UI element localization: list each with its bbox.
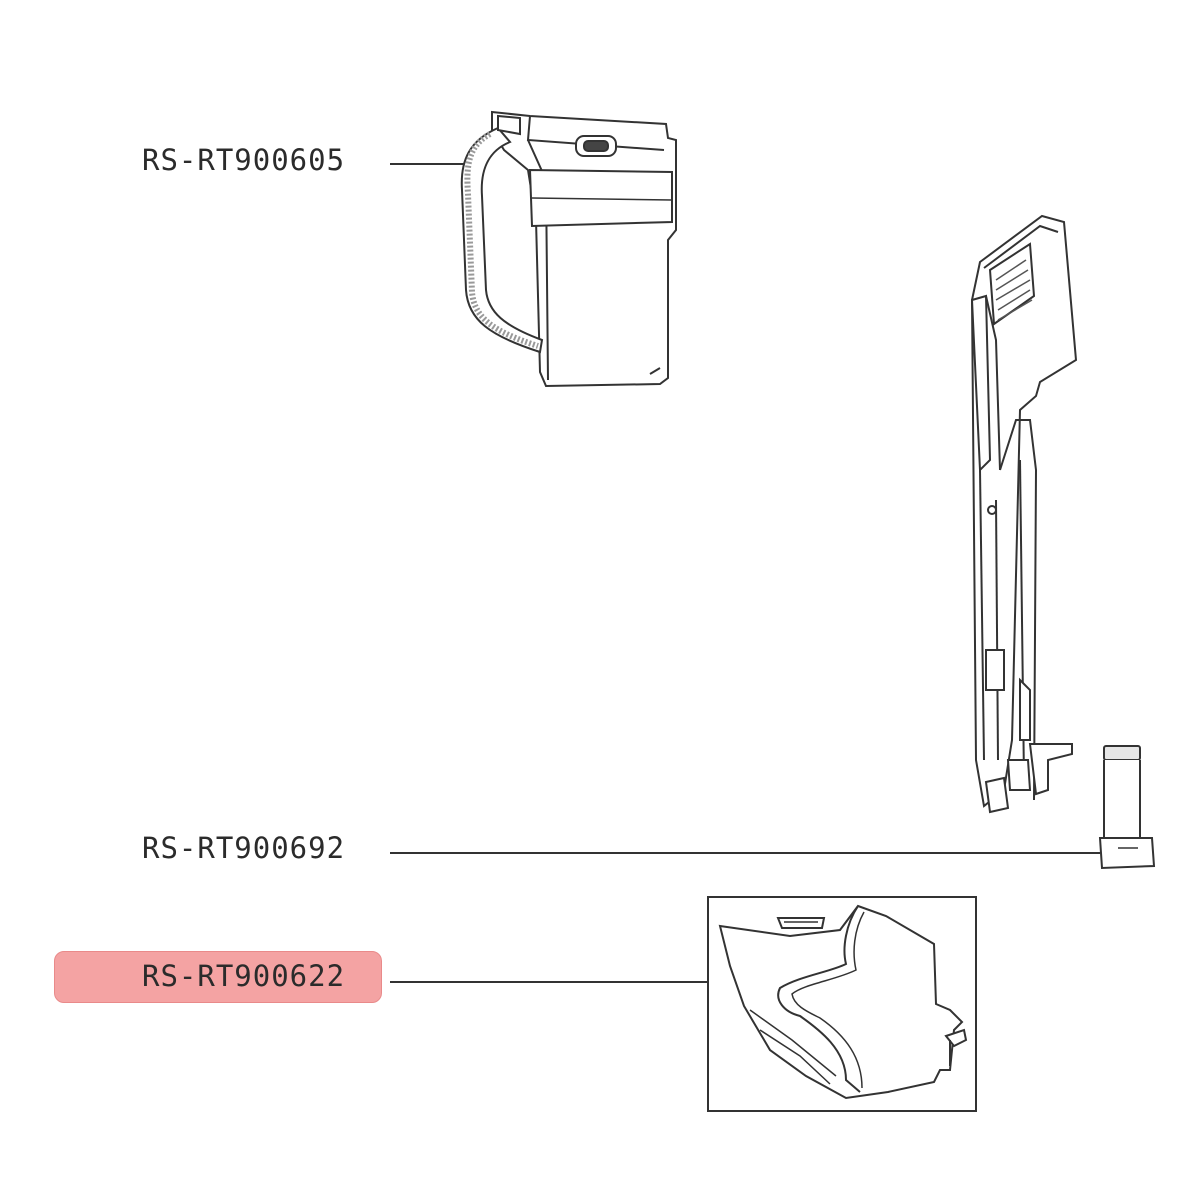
part-number-label: RS-RT900692 [142, 831, 346, 865]
dust-container-part [460, 110, 677, 388]
part-number-label: RS-RT900605 [142, 143, 346, 177]
vacuum-body-part [970, 214, 1078, 814]
selected-part-number-label[interactable]: RS-RT900622 [142, 959, 346, 993]
filter-cartridge-part [1098, 745, 1156, 870]
cover-part [707, 896, 977, 1112]
selected-part-highlight[interactable] [54, 951, 382, 1003]
